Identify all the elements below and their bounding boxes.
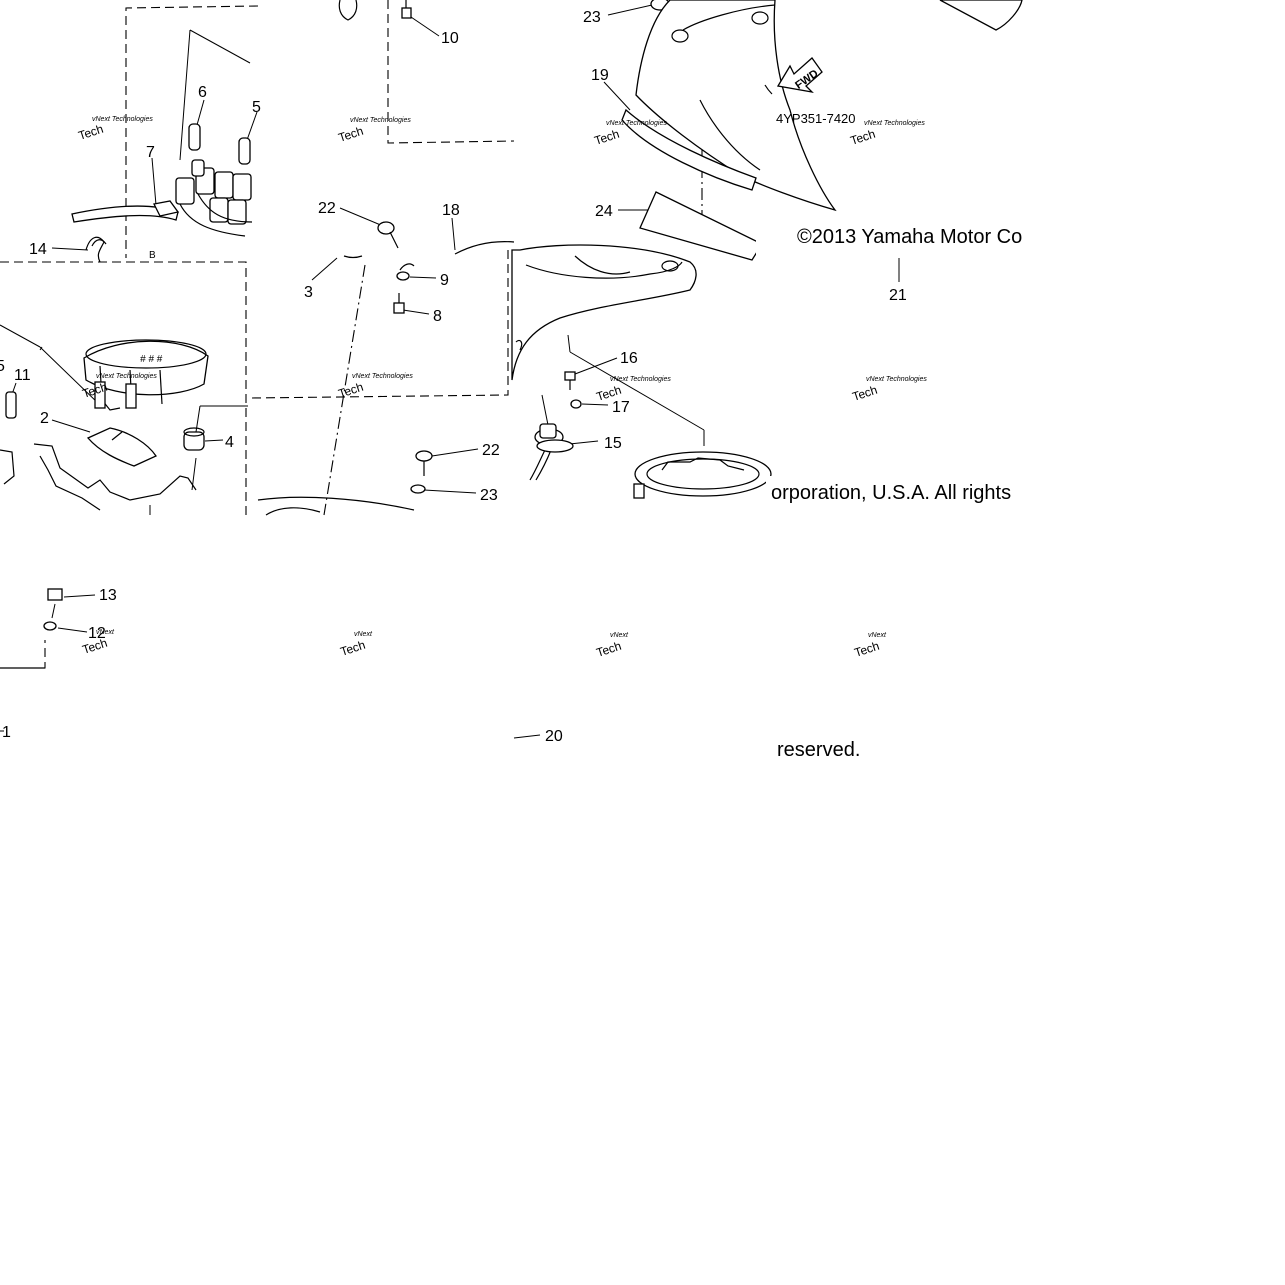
- svg-text:vNext Technologies: vNext Technologies: [350, 117, 411, 124]
- svg-text:vNext Technologies: vNext Technologies: [864, 120, 925, 127]
- callout-2: 2: [40, 410, 49, 427]
- callout-13: 13: [99, 587, 117, 604]
- fwd-arrow: [776, 57, 823, 93]
- svg-text:vNext Technologies: vNext Technologies: [96, 373, 157, 380]
- svg-text:Tech: Tech: [339, 638, 367, 659]
- callout-14: 14: [29, 241, 47, 258]
- part-number-code: 4YP351-7420: [776, 111, 856, 126]
- svg-text:vNext Technologies: vNext Technologies: [92, 116, 153, 123]
- svg-text:Tech: Tech: [849, 127, 877, 148]
- speedometer: # # #: [83, 339, 209, 411]
- callout-7: 7: [146, 144, 155, 161]
- callout-9: 9: [440, 272, 449, 289]
- svg-text:vNext: vNext: [96, 629, 115, 636]
- callout-b: B: [149, 250, 156, 261]
- svg-text:vNext Technologies: vNext Technologies: [866, 376, 927, 383]
- assembly-boundaries: [0, 0, 703, 669]
- part-drawings: # # #: [0, 0, 1023, 669]
- callout-23-top: 23: [583, 9, 601, 26]
- callout-5-left: 5: [0, 358, 5, 375]
- copyright-notice: ©2013 Yamaha Motor Co orporation, U.S.A.…: [756, 216, 1036, 761]
- callout-22-upper: 22: [318, 200, 336, 217]
- callout-4: 4: [225, 434, 234, 451]
- meter-housing: [511, 244, 697, 381]
- callout-20: 20: [545, 728, 563, 745]
- svg-text:Tech: Tech: [337, 380, 365, 401]
- svg-text:Tech: Tech: [77, 122, 105, 143]
- svg-text:vNext Technologies: vNext Technologies: [352, 373, 413, 380]
- svg-text:# # #: # # #: [140, 354, 163, 365]
- callout-19: 19: [591, 67, 609, 84]
- callout-5-top: 5: [252, 99, 261, 116]
- callout-8: 8: [433, 308, 442, 325]
- callout-12: 12: [88, 625, 106, 642]
- svg-text:vNext: vNext: [610, 632, 629, 639]
- callout-6: 6: [198, 84, 207, 101]
- callout-17: 17: [612, 399, 630, 416]
- callout-11: 11: [14, 367, 31, 384]
- callout-3: 3: [304, 284, 313, 301]
- screw-22-lower: [415, 450, 433, 476]
- sensor-15: [529, 423, 574, 481]
- svg-text:Tech: Tech: [595, 639, 623, 660]
- callout-15: 15: [604, 435, 622, 452]
- svg-text:Tech: Tech: [337, 124, 365, 145]
- screw-22-upper: [377, 221, 399, 249]
- callout-16: 16: [620, 350, 638, 367]
- connector-cluster: [175, 123, 253, 237]
- copyright-line-1: ©2013 Yamaha Motor Co: [797, 226, 1022, 248]
- callout-22-lower: 22: [482, 442, 500, 459]
- svg-text:Tech: Tech: [851, 383, 879, 404]
- callout-21: 21: [889, 287, 907, 304]
- callout-labels: 10 23 19 6 5 7 22 18 24 21 14 3 9 8 16 1…: [0, 9, 907, 745]
- svg-text:vNext Technologies: vNext Technologies: [610, 376, 671, 383]
- callout-24: 24: [595, 203, 613, 220]
- svg-text:Tech: Tech: [853, 639, 881, 660]
- leader-lines: [0, 4, 900, 739]
- callout-23-lower: 23: [480, 487, 498, 504]
- callout-18: 18: [442, 202, 460, 219]
- svg-text:vNext: vNext: [354, 631, 373, 638]
- meter-cover: [635, 0, 837, 212]
- svg-text:vNext Technologies: vNext Technologies: [606, 120, 667, 127]
- callout-10: 10: [441, 30, 459, 47]
- svg-text:vNext: vNext: [868, 632, 887, 639]
- copyright-line-2: orporation, U.S.A. All rights: [771, 482, 1011, 504]
- callout-1: 1: [2, 724, 11, 741]
- bezel-ring: [633, 451, 772, 499]
- copyright-line-3: reserved.: [777, 739, 860, 761]
- grommet-4: [183, 427, 205, 451]
- svg-text:Tech: Tech: [593, 127, 621, 148]
